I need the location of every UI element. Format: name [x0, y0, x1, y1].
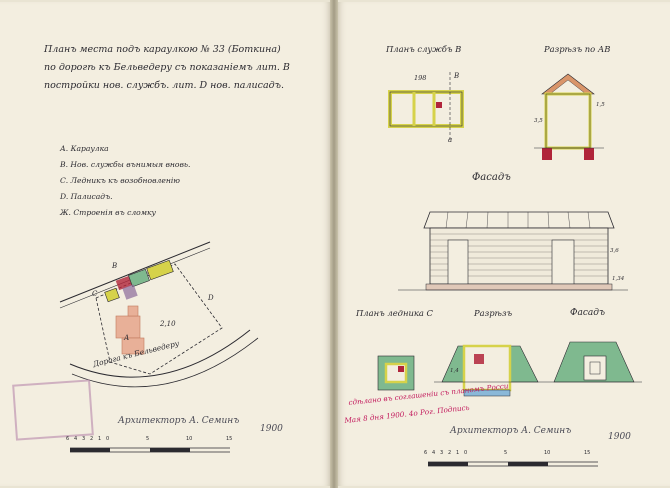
- left-page: Планъ места подъ караулкою № 33 (Боткина…: [0, 2, 330, 486]
- scale-tick: 0: [464, 450, 468, 456]
- scale-tick: 4: [74, 436, 78, 442]
- drawings: [377, 72, 642, 467]
- scale-tick: 10: [186, 436, 193, 442]
- scale-tick: 15: [226, 436, 233, 442]
- year-right: 1900: [608, 432, 631, 442]
- plan-b-letter: В: [454, 72, 460, 80]
- year-left: 1900: [260, 424, 283, 434]
- right-page: Планъ службъ В Разрѣзъ по АВ Фасадъ План…: [338, 2, 670, 486]
- title-line-2: по дорогѣ къ Бельведеру съ показаніемъ л…: [44, 62, 290, 73]
- scale-tick: 10: [544, 450, 551, 456]
- legend-item-d: D. Палисадъ.: [60, 192, 113, 201]
- scale-tick: 4: [432, 450, 436, 456]
- dim-h2: 1,5: [596, 102, 605, 108]
- signature-right: Архитекторъ А. Семинъ: [450, 426, 572, 436]
- plan-label-c: С: [92, 290, 98, 298]
- legend-item-zh: Ж. Строенія въ сломку: [60, 208, 156, 217]
- scale-tick: 15: [584, 450, 591, 456]
- caption-facade-small: Фасадъ: [570, 308, 605, 318]
- dim-f1: 3,6: [610, 248, 619, 254]
- scale-tick: 0: [106, 436, 110, 442]
- plan-label-a: А: [124, 334, 130, 342]
- title-line-3: постройки нов. службъ. лит. D нов. палис…: [44, 80, 284, 91]
- dim-f2: 1,34: [612, 276, 625, 282]
- scale-tick: 3: [82, 436, 86, 442]
- plan-area-label: 2,10: [160, 320, 176, 328]
- scale-tick: 6: [66, 436, 70, 442]
- scale-tick: 2: [448, 450, 452, 456]
- scale-tick: 6: [424, 450, 428, 456]
- legend-item-b: В. Нов. службы въ­нимыя вновь.: [60, 160, 191, 169]
- caption-section-ab: Разрѣзъ по АВ: [544, 44, 611, 54]
- scale-tick: 1: [456, 450, 460, 456]
- plan-label-b: В: [112, 262, 118, 270]
- caption-facade: Фасадъ: [472, 172, 511, 183]
- dim-s1: 1,4: [450, 368, 459, 374]
- plan-b-number: 198: [414, 74, 427, 82]
- scale-tick: 5: [504, 450, 508, 456]
- plan-label-d: D: [208, 294, 214, 302]
- caption-plan-c: Планъ ледника С: [356, 308, 433, 318]
- legend-item-a: А. Караулка: [60, 144, 109, 153]
- site-plan: [59, 241, 259, 453]
- scale-tick: 3: [440, 450, 444, 456]
- scale-tick: 2: [90, 436, 94, 442]
- caption-plan-b: Планъ службъ В: [386, 44, 462, 54]
- scale-tick: 1: [98, 436, 102, 442]
- scale-tick: 5: [146, 436, 150, 442]
- plan-a-letter: а: [448, 136, 453, 144]
- caption-section: Разрѣзъ: [474, 308, 513, 318]
- dim-h1: 3,5: [534, 118, 543, 124]
- title-line-1: Планъ места подъ караулкою № 33 (Боткина…: [44, 44, 281, 55]
- binding-spine: [330, 0, 338, 488]
- legend-item-c: С. Ледникъ къ возобновленію: [60, 176, 180, 185]
- archive-stamp: [12, 379, 94, 441]
- signature-left: Архитекторъ А. Семинъ: [118, 416, 240, 426]
